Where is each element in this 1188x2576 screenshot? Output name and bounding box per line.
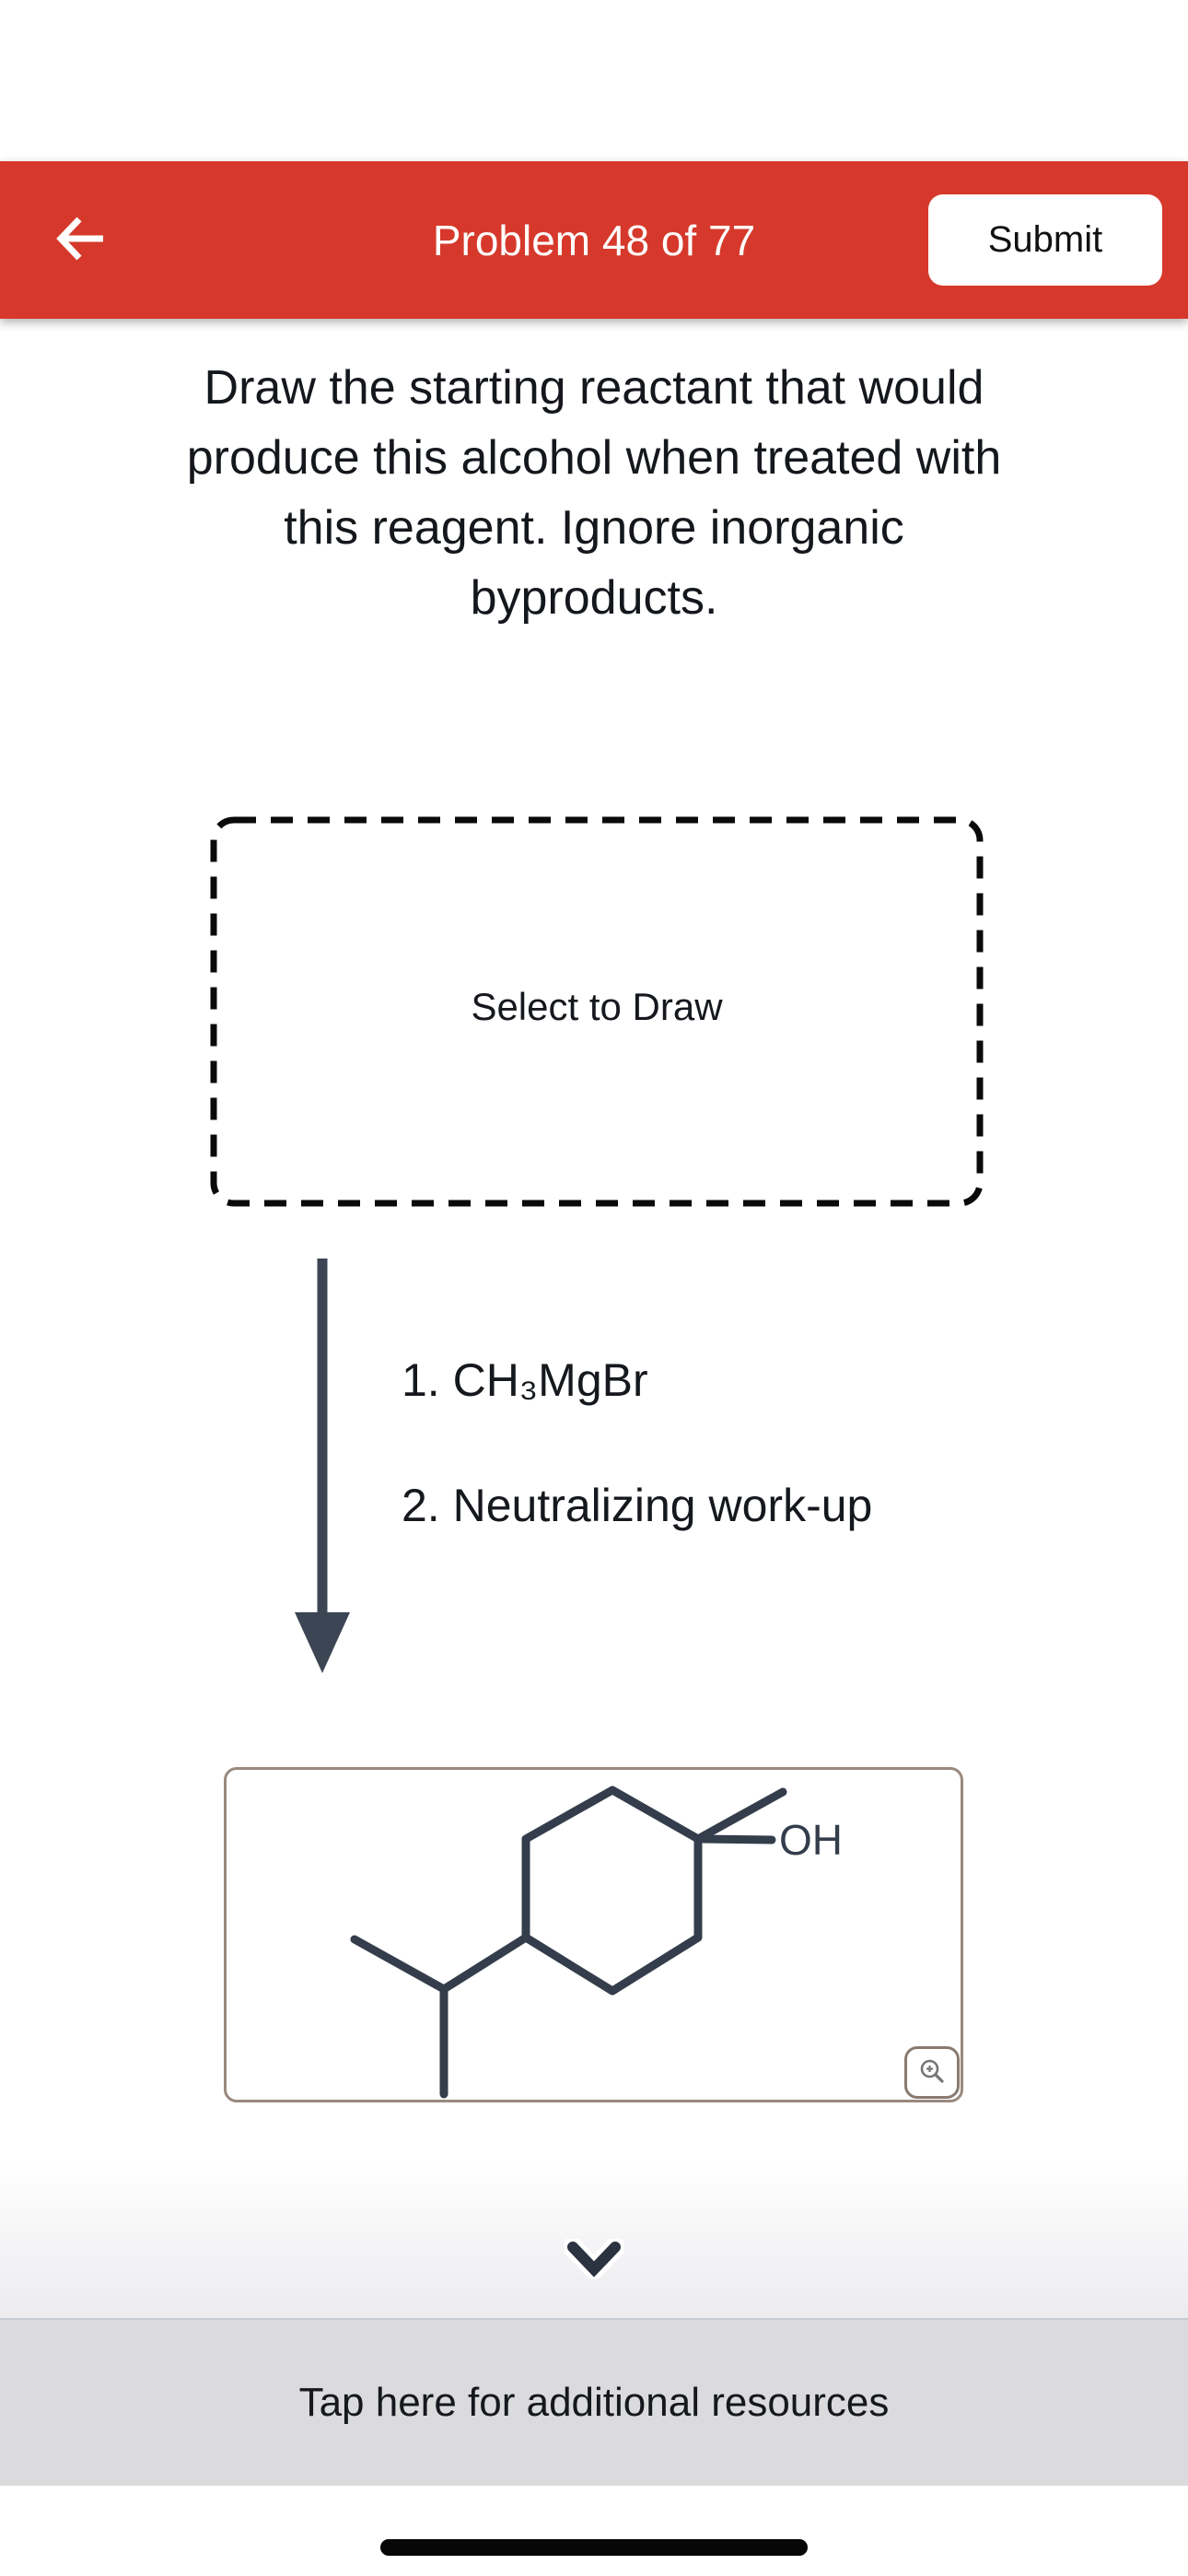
back-button[interactable] [44,204,118,277]
home-indicator[interactable] [380,2539,808,2556]
draw-area-placeholder: Select to Draw [471,985,723,1028]
magnifier-plus-icon [917,2056,947,2089]
header-bar: Problem 48 of 77 Submit [0,161,1188,319]
page-title: Problem 48 of 77 [432,216,756,264]
structure-zoom-button[interactable] [904,2046,960,2099]
chevron-down-icon [563,2236,625,2286]
resources-label: Tap here for additional resources [298,2380,890,2425]
footer-fade [0,2161,1188,2318]
product-structure-panel: OH [224,1767,963,2102]
draw-area[interactable]: Select to Draw [208,814,985,1209]
arrow-down-icon [287,1251,361,1683]
reagent-list: 1. CH₃MgBr 2. Neutralizing work-up [402,1351,894,1535]
arrow-left-icon [55,215,107,265]
reagent-step-1: 1. CH₃MgBr [402,1354,648,1406]
hydroxyl-label: OH [779,1816,843,1864]
molecule-structure: OH [227,1770,961,2104]
reagent-step-2: 2. Neutralizing work-up [402,1480,873,1531]
submit-button[interactable]: Submit [928,194,1162,286]
expand-resources-button[interactable] [555,2233,633,2290]
question-text: Draw the starting reactant that would pr… [186,361,1002,625]
additional-resources-bar[interactable]: Tap here for additional resources [0,2318,1188,2486]
